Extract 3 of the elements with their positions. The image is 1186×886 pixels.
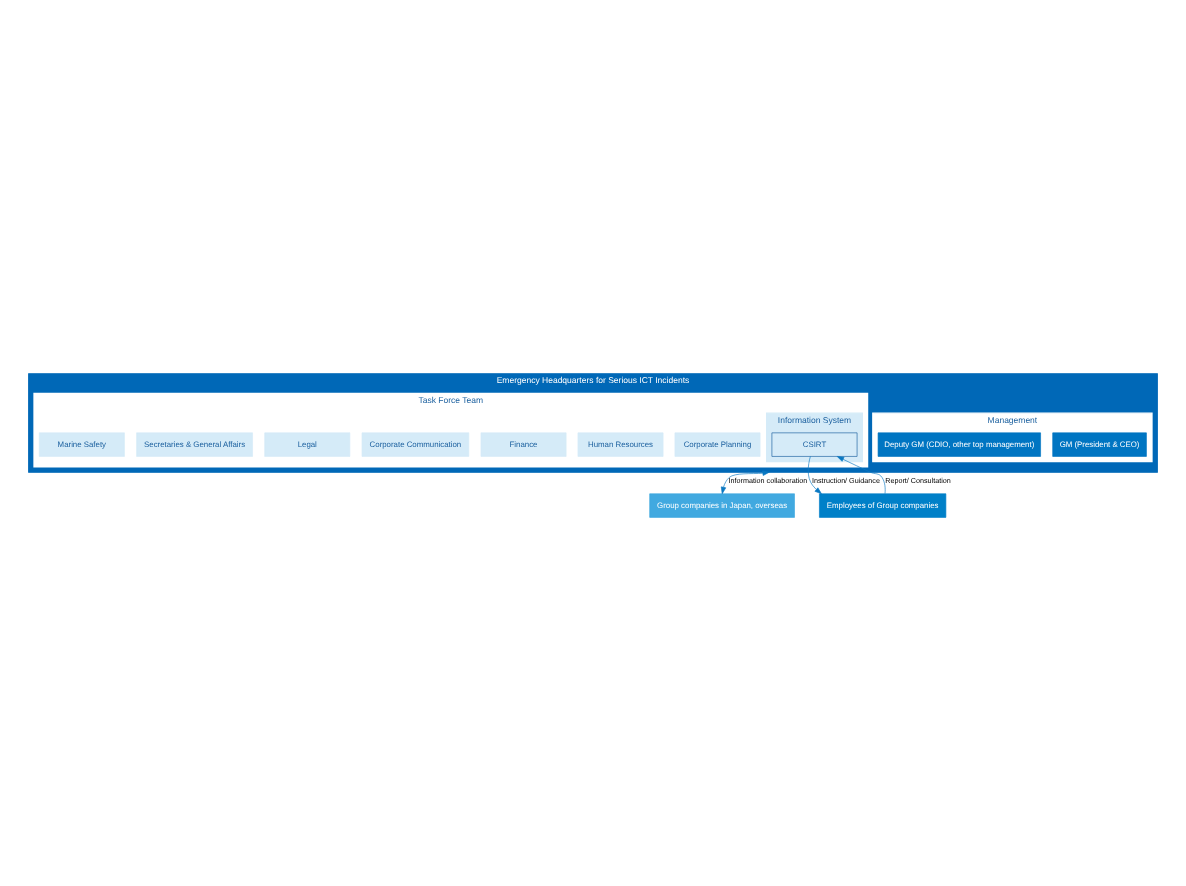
arrow xyxy=(807,456,822,495)
arrow xyxy=(720,470,770,495)
arrow xyxy=(836,456,886,494)
